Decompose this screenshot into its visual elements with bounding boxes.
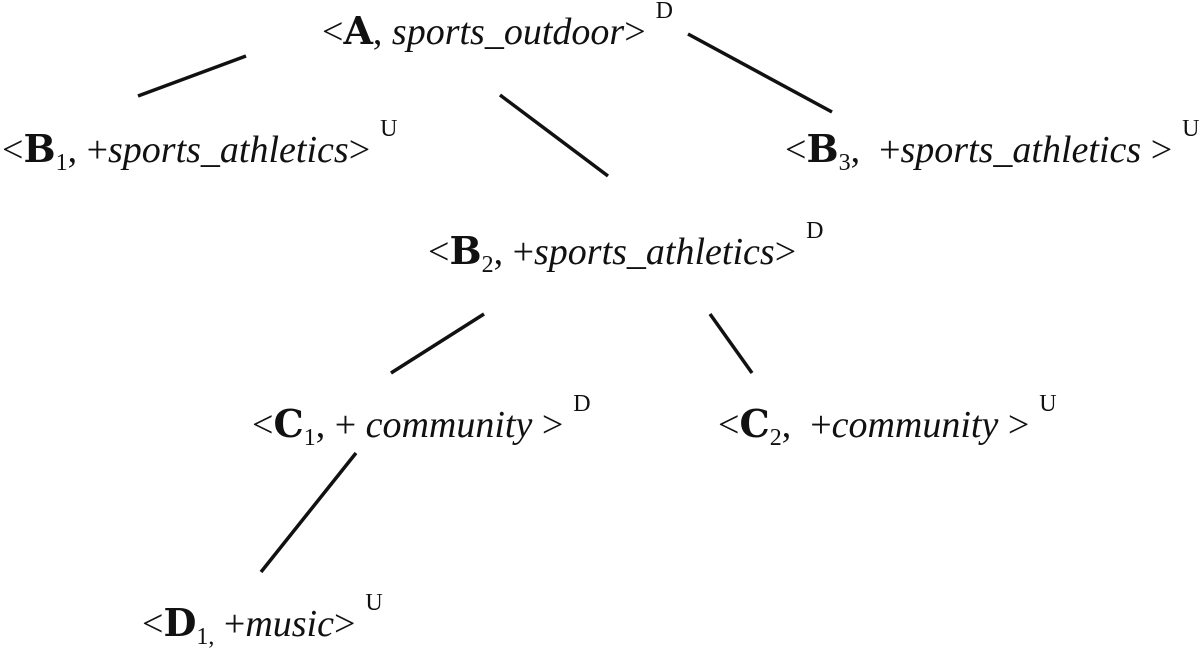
node-b3-sep: , + [850, 129, 901, 171]
node-c1-sep: , + [315, 404, 366, 446]
node-c1-symbol: C [273, 401, 304, 446]
node-b3-mark: U [1182, 116, 1200, 142]
node-b3-open: < [785, 129, 807, 171]
node-c1-label: community [365, 404, 533, 446]
node-a-mark: D [655, 0, 673, 24]
node-c1-open: < [252, 404, 274, 446]
node-c1: <C1, + community > D [252, 392, 591, 451]
edge-c1-d1 [259, 451, 358, 574]
node-b1: <B1, +sports_athletics> U [2, 117, 397, 176]
node-d1-open: < [142, 603, 164, 645]
node-b2-open: < [428, 231, 450, 273]
node-c2-label: community [831, 404, 999, 446]
node-b3-close: > [1141, 129, 1173, 171]
node-a-open: < [322, 11, 344, 53]
node-b1-close: > [348, 129, 371, 171]
edge-a-b2 [498, 93, 610, 178]
node-b2-sep: , + [493, 231, 534, 273]
node-c1-sub: 1 [303, 425, 316, 451]
node-a-close: > [624, 11, 646, 53]
node-c2-close: > [998, 404, 1030, 446]
node-b1-label: sports_athletics [108, 129, 349, 171]
node-b1-open: < [2, 129, 24, 171]
node-a-symbol: A [343, 8, 373, 53]
node-b2-label: sports_athletics [534, 231, 775, 273]
node-b1-symbol: B [23, 126, 56, 171]
node-c2-open: < [718, 404, 740, 446]
node-b3-sub: 3 [838, 150, 851, 176]
node-d1-label: music [245, 603, 334, 645]
node-c2-sub: 2 [769, 425, 782, 451]
node-b1-sub: 1 [55, 150, 68, 176]
node-b2: <B2, +sports_athletics> D [428, 219, 823, 278]
node-c2: <C2, +community > U [718, 392, 1057, 451]
node-c1-mark: D [573, 391, 591, 417]
node-d1: <D1, +music> U [142, 591, 383, 650]
node-c2-mark: U [1039, 391, 1057, 417]
edge-a-b3 [687, 32, 833, 114]
node-a-label: sports_outdoor [391, 11, 625, 53]
node-b3-label: sports_athletics [900, 129, 1142, 171]
node-a: <A, sports_outdoor> D [322, 0, 673, 53]
node-b3: <B3, +sports_athletics > U [785, 117, 1199, 176]
edge-a-b1 [137, 54, 247, 98]
node-d1-close: > [333, 603, 356, 645]
edge-b2-c2 [708, 312, 754, 375]
node-c2-sep: , + [781, 404, 832, 446]
node-d1-symbol: D [163, 600, 197, 645]
node-d1-sep: + [214, 603, 246, 645]
node-c1-close: > [532, 404, 564, 446]
node-b1-sep: , + [67, 129, 108, 171]
node-b2-mark: D [806, 218, 824, 244]
node-b3-symbol: B [806, 126, 839, 171]
node-c2-symbol: C [739, 401, 770, 446]
edge-b2-c1 [390, 312, 485, 375]
node-d1-mark: U [365, 590, 383, 616]
node-d1-sub: 1, [196, 624, 215, 650]
node-a-sep: , [372, 11, 392, 53]
node-b1-mark: U [380, 116, 398, 142]
node-b2-sub: 2 [481, 252, 494, 278]
node-b2-symbol: B [449, 228, 482, 273]
node-b2-close: > [774, 231, 797, 273]
